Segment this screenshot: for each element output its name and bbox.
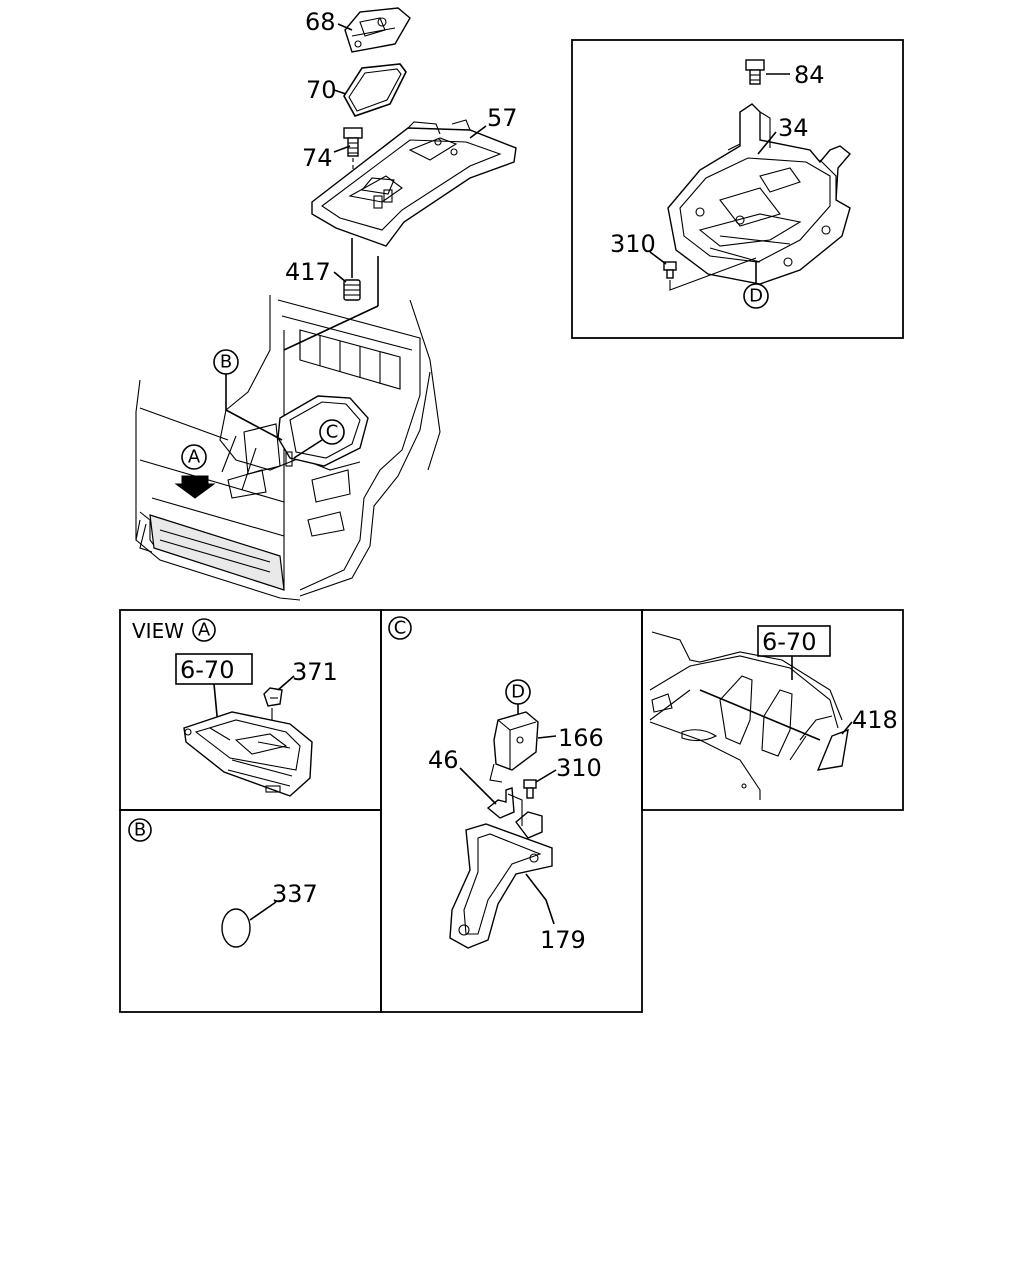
- callout-371: 371: [292, 658, 338, 686]
- part-46-bracket: [486, 787, 543, 839]
- callout-57: 57: [487, 104, 518, 132]
- fender-body: [649, 631, 843, 800]
- view-a-floor-panel: [183, 711, 313, 797]
- bottom-grid: [119, 609, 904, 1013]
- callout-418: 418: [852, 706, 898, 734]
- detail-d-panel: 84 34 310 D: [571, 39, 904, 339]
- callout-179: 179: [540, 926, 586, 954]
- leader-c: [293, 439, 323, 459]
- leader-310: [649, 251, 667, 265]
- leader-57: [469, 125, 487, 139]
- leader-417: [333, 271, 347, 283]
- callout-46: 46: [428, 746, 459, 774]
- part-417-bumper: [343, 279, 361, 301]
- view-a-arrow-icon: [174, 475, 216, 499]
- part-68-cover: [344, 7, 411, 53]
- axis-310: [669, 257, 757, 291]
- part-337-plug: [221, 908, 251, 948]
- leader-57-down-b: [283, 305, 379, 351]
- part-84-bolt: [745, 59, 765, 85]
- callout-417: 417: [285, 258, 331, 286]
- main-circle-b: B: [213, 349, 239, 375]
- callout-310-c: 310: [556, 754, 602, 782]
- leader-418: [841, 721, 853, 735]
- view-a-title: VIEW: [132, 619, 184, 643]
- part-57-bracket: [311, 119, 517, 247]
- detail-d-circle: D: [743, 283, 769, 309]
- part-34-bracket: [667, 103, 852, 285]
- part-70-gasket: [343, 63, 407, 117]
- part-371-clip: [263, 687, 283, 707]
- part-166-mount: [489, 711, 539, 783]
- svg-text:D: D: [511, 682, 525, 703]
- svg-text:D: D: [749, 286, 763, 307]
- fender-ref-box: [757, 625, 831, 657]
- leader-337: [249, 901, 277, 921]
- leader-74: [333, 145, 351, 153]
- leader-70: [333, 89, 347, 95]
- detail-fender-panel: 6-70 418: [649, 625, 898, 800]
- svg-text:A: A: [198, 620, 211, 641]
- view-a-title-circle: A: [192, 618, 216, 642]
- detail-c-circle: C: [388, 616, 412, 640]
- main-circle-c: C: [319, 419, 345, 445]
- part-310-bolt-c: [523, 779, 537, 799]
- callout-166: 166: [558, 724, 604, 752]
- callout-337: 337: [272, 880, 318, 908]
- leader-34: [757, 131, 777, 155]
- detail-c-circle-d: D: [505, 679, 531, 705]
- callout-68: 68: [305, 8, 336, 36]
- view-a-panel: VIEW A 6-70 371: [132, 618, 338, 797]
- chassis-frame: [135, 295, 441, 601]
- svg-text:B: B: [134, 820, 146, 841]
- view-a-ref-text: 6-70: [180, 656, 234, 684]
- part-74-bolt: [343, 127, 363, 157]
- detail-b-circle: B: [128, 818, 152, 842]
- callout-70: 70: [306, 76, 337, 104]
- svg-text:B: B: [220, 352, 232, 373]
- leader-b: [225, 374, 283, 441]
- svg-text:C: C: [394, 618, 407, 639]
- main-circle-a: A: [181, 444, 207, 470]
- part-179-stay: [449, 823, 553, 949]
- leader-310-c: [535, 769, 557, 783]
- part-418-pad: [816, 728, 849, 771]
- callout-310: 310: [610, 230, 656, 258]
- detail-c-panel: C D 166 310 46: [388, 616, 604, 954]
- svg-text:C: C: [326, 422, 339, 443]
- fender-ref-text: 6-70: [762, 628, 816, 656]
- callout-34: 34: [778, 114, 809, 142]
- leader-371: [277, 675, 295, 691]
- part-310-bolt: [663, 261, 677, 279]
- main-assembly: 68 70 74: [135, 7, 518, 601]
- callout-84: 84: [794, 61, 825, 89]
- leader-179: [525, 873, 555, 925]
- leader-46: [459, 767, 497, 805]
- detail-b-panel: B 337: [128, 818, 318, 948]
- leader-68: [337, 23, 353, 31]
- leader-166: [537, 735, 557, 739]
- callout-74: 74: [302, 144, 333, 172]
- svg-text:A: A: [188, 447, 201, 468]
